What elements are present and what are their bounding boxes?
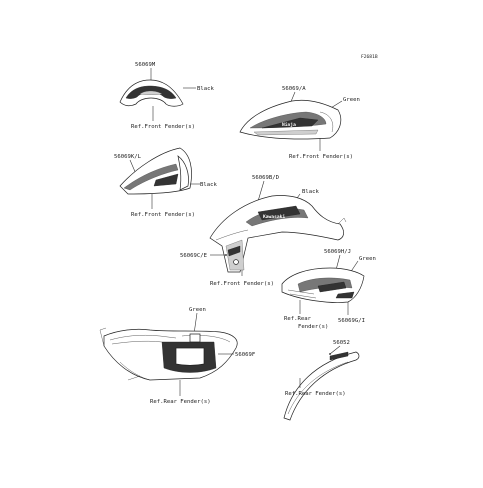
group-56069ce: 56069C/E Ref.Front Fender(s) <box>180 239 274 287</box>
ref-label-56069hj-line1: Ref.Rear <box>284 316 312 322</box>
ref-label-56069hj-line2: Fender(s) <box>298 324 328 330</box>
ref-label-56069f: Ref.Rear Fender(s) <box>150 399 211 405</box>
part-color-56069bd: Black <box>302 189 319 195</box>
ref-label-56069kl: Ref.Front Fender(s) <box>131 212 195 218</box>
part-color-56069kl: Black <box>200 182 217 188</box>
ref-label-56069a: Ref.Front Fender(s) <box>289 154 353 160</box>
front-fender-decal-56069kl <box>119 147 192 195</box>
rear-side-decal-56069hj <box>281 267 365 303</box>
part-number-56069a: 56069/A <box>282 86 306 92</box>
rear-fender-decal-56052 <box>283 351 360 421</box>
part-color-56069a: Green <box>343 97 360 103</box>
ref-label-56052: Ref.Rear Fender(s) <box>285 391 346 397</box>
group-56052: 56052 Ref.Rear Fender(s) <box>283 340 360 421</box>
part-number-56069hj: 56069H/J <box>324 249 351 255</box>
ref-label-56069m: Ref.Front Fender(s) <box>131 124 195 130</box>
group-56069f: Green 56069F Ref.Rear Fender(s) <box>99 307 256 405</box>
group-56069m: 56069M Black Ref.Front Fender(s) <box>119 62 214 130</box>
ref-label-56069ce: Ref.Front Fender(s) <box>210 281 274 287</box>
diagram-code: F2681B <box>361 54 378 60</box>
group-56069a: 56069/A Green Ninja Ref.Front Fender(s) <box>239 86 360 160</box>
part-number-56069f: 56069F <box>235 352 256 358</box>
leader-dot <box>225 254 227 256</box>
leader-dot <box>329 353 331 355</box>
tail-cover-decal-56069f <box>99 327 238 381</box>
part-number-56069kl: 56069K/L <box>114 154 142 160</box>
front-fender-decal-56069a: Ninja <box>239 99 342 140</box>
leader-line <box>329 345 341 355</box>
part-number-56069m: 56069M <box>135 62 156 68</box>
decal-lettering: Kawasaki <box>263 214 285 220</box>
part-number-56052: 56052 <box>333 340 350 346</box>
group-56069kl: 56069K/L Black Ref.Front Fender(s) <box>114 147 217 218</box>
part-color-56069hj: Green <box>359 256 376 262</box>
decal-lettering: Ninja <box>282 121 296 128</box>
part-color-56069f: Green <box>189 307 206 313</box>
fairing-decal-56069bd: Kawasaki <box>209 195 347 273</box>
part-number-56069bd: 56069B/D <box>252 175 280 181</box>
part-number-56069ce: 56069C/E <box>180 253 208 259</box>
part-color-56069m: Black <box>197 86 214 92</box>
leader-line <box>193 312 198 335</box>
fairing-lower-decal-56069ce <box>225 239 245 271</box>
leader-line <box>335 254 341 271</box>
front-fender-decal-56069m <box>119 79 184 107</box>
part-number-56069gi: 56069G/I <box>338 318 365 324</box>
group-56069hj: 56069H/J Green Ref.Rear Fender(s) 56069G… <box>281 249 376 330</box>
group-56069bd: 56069B/D Black Kawasaki <box>209 175 347 273</box>
